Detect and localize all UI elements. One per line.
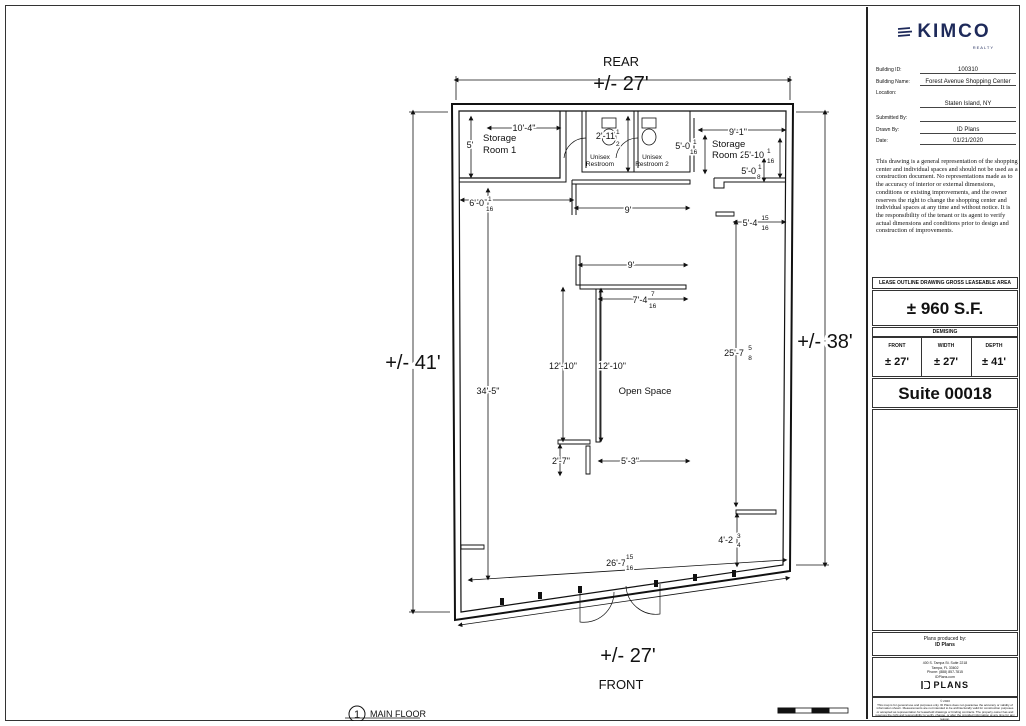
dim-26-7: 26'-7 (606, 558, 626, 568)
floor-plan: REAR +/- 27' +/- 41' +/- 38' +/- 27' FRO… (345, 54, 856, 721)
dim-5-0-restroom-numerator: 1 (693, 139, 697, 146)
dim-6-0-numerator: 1 (488, 196, 492, 203)
dim-12-10-right: 12'-10" (598, 361, 626, 371)
dim-5-3: 5'-3" (621, 456, 639, 466)
storage-room-2-label-line1: Storage (712, 139, 745, 150)
dim-5-10-denominator: 16 (767, 158, 775, 165)
dim-5-4: 5'-4 (743, 218, 758, 228)
restroom-1-label-line1: Unisex (590, 154, 611, 161)
brand-sub: REALTY (972, 45, 994, 50)
brand-name: KIMCO (917, 21, 991, 42)
kimco-logo: KIMCO REALTY (868, 21, 1020, 50)
storage-room-2-label-line2: Room 2 (712, 150, 745, 161)
produced-by: Plans produced by: ID Plans (872, 632, 1018, 656)
front-width-dimension: +/- 27' (600, 645, 656, 667)
gla-heading: LEASE OUTLINE DRAWING GROSS LEASEABLE AR… (872, 277, 1018, 289)
producer-address: 400 S. Tampa St. Suite 2218 Tampa, FL 33… (872, 657, 1018, 697)
suite-number: Suite 00018 (872, 378, 1018, 408)
storage-room-1-label-line2: Room 1 (483, 145, 516, 156)
notes-area (872, 409, 1018, 631)
dim-7-4: 7'-4 (633, 295, 648, 305)
field-submitted-by: Submitted By: (876, 113, 1018, 122)
restroom-1-label-line2: Restroom (586, 161, 614, 168)
dim-2-11-denominator: 2 (616, 141, 620, 148)
dimension-lines (409, 76, 829, 628)
kimco-stripes-icon (898, 26, 913, 37)
dim-5: 5' (467, 140, 474, 150)
front-column: FRONT ± 27' (873, 338, 922, 376)
dim-9-upper: 9' (625, 205, 632, 215)
dim-4-2-denominator: 4 (737, 542, 741, 549)
dim-4-2: 4'-2 (718, 535, 733, 545)
field-drawn-by: Drawn By: ID Plans (876, 125, 1018, 134)
dim-9-lower: 9' (628, 260, 635, 270)
dim-7-4-denominator: 16 (649, 303, 657, 310)
storage-room-1-label-line1: Storage (483, 133, 516, 144)
id-plans-logo: PLANS (873, 680, 1017, 690)
view-number: 1 (354, 709, 360, 721)
dim-10-4: 10'-4" (513, 123, 536, 133)
dim-2-11-numerator: 1 (616, 129, 620, 136)
dim-2-11: 2'-11 (596, 131, 615, 141)
dim-7-4-numerator: 7 (651, 291, 655, 298)
walls (345, 103, 849, 721)
title-block: KIMCO REALTY Building ID: 100310 Buildin… (866, 7, 1020, 721)
field-location: Staten Island, NY (876, 99, 1018, 108)
dim-5-10-numerator: 1 (767, 148, 771, 155)
field-building-name: Building Name: Forest Avenue Shopping Ce… (876, 77, 1018, 86)
dim-2-7: 2'-7" (552, 456, 570, 466)
view-title: MAIN FLOOR (370, 709, 427, 719)
dim-34-5: 34'-5" (477, 386, 500, 396)
dim-5-0-storage-numerator: 1 (758, 164, 762, 171)
rear-label: REAR (603, 54, 639, 69)
rear-width-dimension: +/- 27' (593, 73, 649, 95)
sheet-border (5, 5, 1020, 721)
dim-25-7-numerator: 5 (748, 345, 752, 352)
dim-5-0-restroom: 5'-0 (675, 141, 690, 151)
demising-heading: DEMISING (872, 327, 1018, 337)
dim-12-10-left: 12'-10" (549, 361, 577, 371)
restroom-2-label-line1: Unisex (642, 154, 663, 161)
dim-25-7-denominator: 8 (748, 355, 752, 362)
dim-5-0-storage-denominator: 8 (757, 174, 761, 181)
field-location-label: Location: (876, 90, 897, 96)
disclaimer-text: This drawing is a general representation… (876, 158, 1018, 235)
depth-column: DEPTH ± 41' (982, 343, 1006, 368)
copyright-note: © 2020 This map is for general use and p… (872, 697, 1018, 721)
dim-4-2-numerator: 3 (737, 533, 741, 540)
gross-leasable-area: ± 960 S.F. (872, 290, 1018, 326)
dim-26-7-denominator: 16 (626, 565, 634, 572)
dim-5-0-restroom-denominator: 16 (690, 149, 698, 156)
front-label: FRONT (599, 677, 644, 692)
id-plans-mark-icon (921, 680, 931, 690)
dim-6-0-denominator: 16 (486, 206, 494, 213)
demising-dimensions: FRONT ± 27' WIDTH ± 27' DEPTH ± 41' (872, 337, 1018, 377)
dim-5-0-storage: 5'-0 (741, 166, 756, 176)
dim-9-1: 9'-1" (729, 127, 747, 137)
field-building-id: Building ID: 100310 (876, 65, 1018, 74)
restroom-2-label-line2: Restroom 2 (635, 161, 669, 168)
dim-25-7: 25'-7 (724, 348, 744, 358)
width-column: WIDTH ± 27' (921, 338, 972, 376)
field-date: Date: 01/21/2020 (876, 136, 1018, 145)
dim-5-10: 5'-10 (744, 150, 764, 160)
right-depth-dimension: +/- 38' (797, 331, 853, 353)
dim-5-4-numerator: 15 (761, 215, 769, 222)
dim-6-0: 6'-0 (469, 198, 484, 208)
left-depth-dimension: +/- 41' (385, 352, 441, 374)
dim-5-4-denominator: 16 (761, 225, 769, 232)
dim-26-7-numerator: 15 (626, 554, 634, 561)
open-space-label: Open Space (619, 386, 672, 397)
